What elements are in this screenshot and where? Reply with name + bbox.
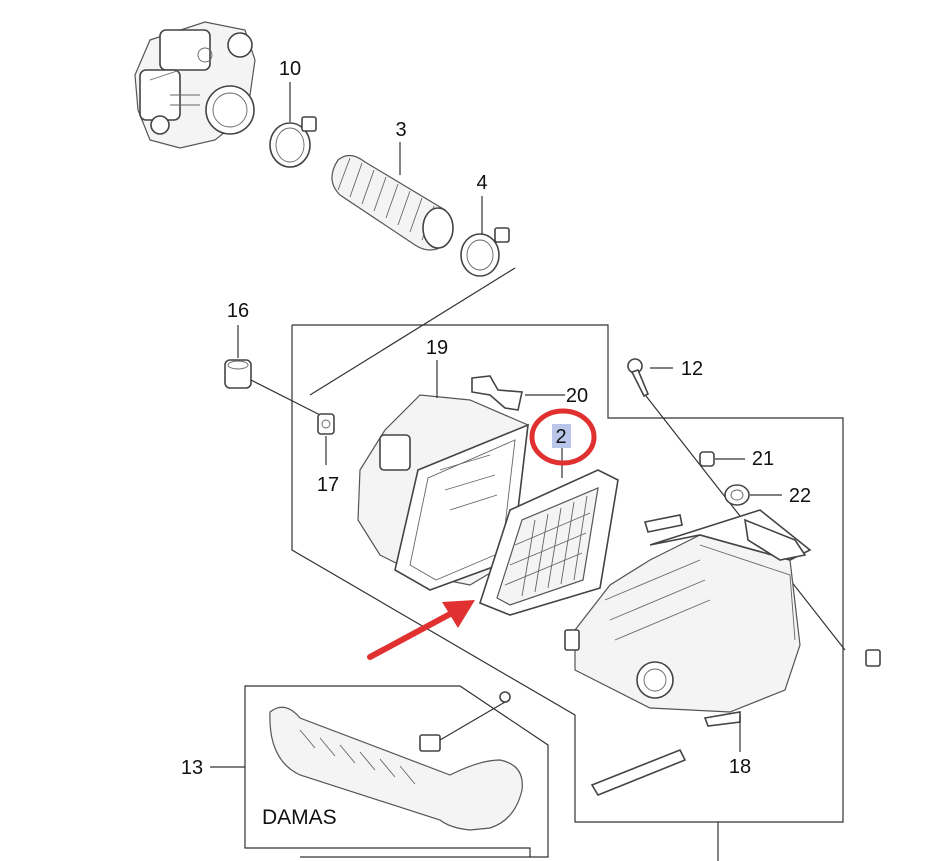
label-16: 16 [227, 300, 249, 322]
grommet-16-drawing [224, 359, 331, 421]
label-2-highlight [552, 424, 571, 448]
air-cleaner-cover-19-drawing [357, 394, 529, 591]
bracket-20-drawing [471, 375, 523, 411]
label-22: 22 [789, 485, 811, 507]
label-2: 2 [555, 426, 566, 448]
label-17: 17 [317, 474, 339, 496]
foam-pad-drawing [590, 748, 687, 796]
air-cleaner-housing-18-drawing [564, 509, 812, 727]
clip-17-drawing [317, 413, 335, 435]
label-4: 4 [476, 172, 487, 194]
label-12: 12 [681, 358, 703, 380]
label-18: 18 [729, 756, 751, 778]
throttle-body-drawing [134, 21, 256, 149]
highlight-circle [529, 408, 597, 466]
variant-note-damas: DAMAS [262, 806, 337, 829]
air-filter-element-2-drawing [479, 469, 619, 616]
label-10: 10 [279, 58, 301, 80]
assembly-bracket-lines [244, 267, 844, 861]
intake-duct-13-drawing [269, 691, 523, 831]
label-21: 21 [752, 448, 774, 470]
label-20: 20 [566, 385, 588, 407]
intake-hose-3-drawing [331, 154, 454, 251]
red-arrow-icon [367, 600, 475, 660]
nut-22-drawing [724, 484, 750, 506]
label-13: 13 [181, 757, 203, 779]
label-19: 19 [426, 337, 448, 359]
label-3: 3 [395, 119, 406, 141]
grommet-21-drawing [699, 451, 715, 467]
small-clip-drawing [865, 649, 881, 667]
clamp-4-drawing [460, 227, 510, 277]
clamp-10-drawing [269, 116, 317, 168]
leader-lines [210, 82, 782, 768]
